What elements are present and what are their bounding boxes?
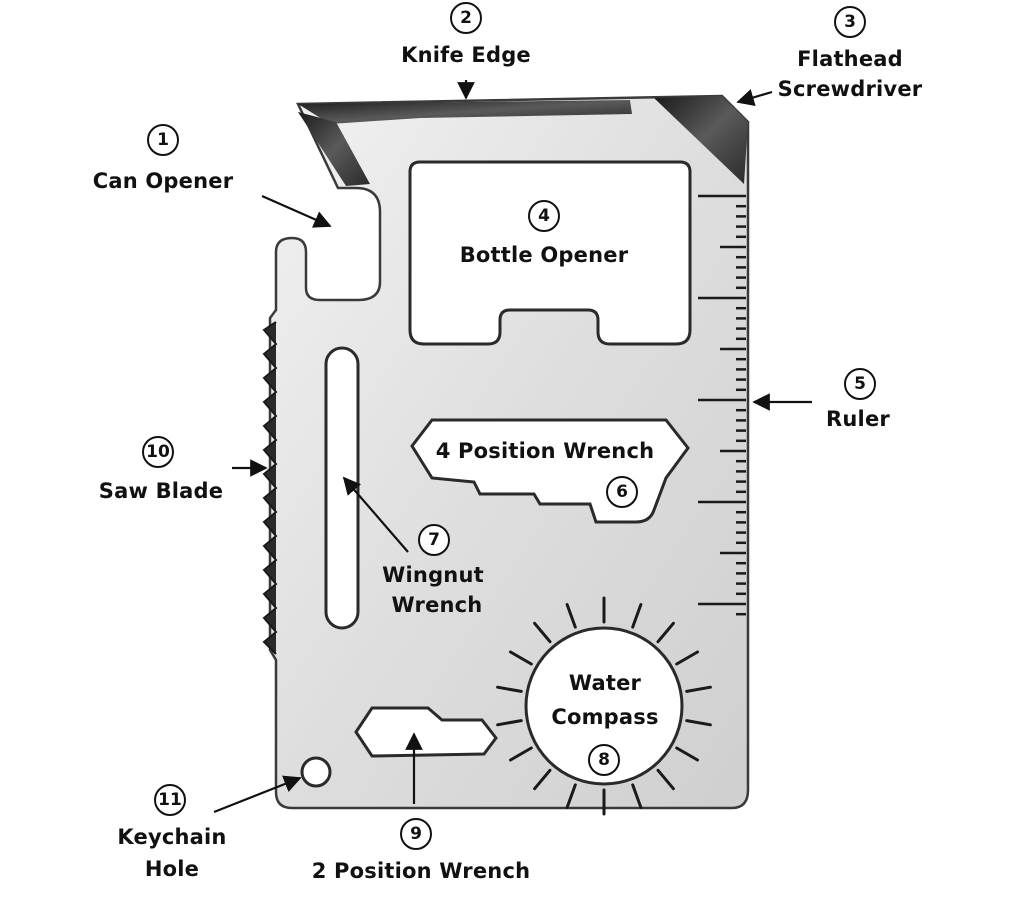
badge-8: 8 xyxy=(588,744,620,776)
badge-10: 10 xyxy=(142,436,174,468)
label-screwdriver: Screwdriver xyxy=(777,77,923,101)
compass-ray xyxy=(685,719,712,727)
label-compass: Compass xyxy=(551,705,659,729)
compass-ray xyxy=(675,650,699,666)
compass-ray xyxy=(496,719,523,727)
badge-11: 11 xyxy=(154,784,186,816)
compass-ray xyxy=(656,768,675,791)
badge-5: 5 xyxy=(844,368,876,400)
arrow-can-opener xyxy=(261,194,332,228)
water-compass-cutout xyxy=(524,626,684,786)
badge-4: 4 xyxy=(528,200,560,232)
saw-blade-teeth xyxy=(262,321,278,655)
badge-6: 6 xyxy=(606,476,638,508)
label-two-position-wrench: 2 Position Wrench xyxy=(311,859,531,883)
label-wingnut: Wingnut xyxy=(382,563,484,587)
compass-ray xyxy=(565,783,577,809)
knife-edge-blade xyxy=(298,100,632,124)
label-water: Water xyxy=(568,671,642,695)
arrow-screwdriver xyxy=(736,89,773,106)
compass-ray xyxy=(631,603,643,629)
arrow-keychain xyxy=(213,775,302,814)
ruler-ticks xyxy=(698,194,746,616)
compass-ray xyxy=(656,621,675,644)
compass-ray xyxy=(496,685,523,693)
label-keychain: Keychain xyxy=(117,825,227,849)
label-knife-edge: Knife Edge xyxy=(401,43,531,67)
badge-1: 1 xyxy=(147,124,179,156)
badge-7: 7 xyxy=(418,524,450,556)
label-hole: Hole xyxy=(144,857,200,881)
compass-ray xyxy=(533,768,552,791)
arrow-wingnut xyxy=(342,476,409,553)
compass-ray xyxy=(509,746,533,762)
label-flathead: Flathead xyxy=(797,47,903,71)
flathead-screwdriver-tip xyxy=(654,96,748,184)
badge-9: 9 xyxy=(400,818,432,850)
compass-ray xyxy=(565,603,577,629)
two-position-wrench-cutout xyxy=(354,706,498,758)
can-opener-hook xyxy=(298,112,370,186)
compass-ray xyxy=(675,746,699,762)
badge-2: 2 xyxy=(450,2,482,34)
callout-arrows xyxy=(213,80,812,814)
label-wrench: Wrench xyxy=(391,593,483,617)
label-ruler: Ruler xyxy=(826,407,890,431)
label-four-position-wrench: 4 Position Wrench xyxy=(435,439,655,463)
compass-ticks xyxy=(496,596,712,816)
badge-3: 3 xyxy=(834,6,866,38)
label-saw-blade: Saw Blade xyxy=(98,479,224,503)
compass-ray xyxy=(509,650,533,666)
bottle-opener-cutout xyxy=(408,160,692,346)
compass-ray xyxy=(685,685,712,693)
label-bottle-opener: Bottle Opener xyxy=(459,243,629,267)
compass-ray xyxy=(533,621,552,644)
keychain-hole xyxy=(300,756,332,788)
compass-ray xyxy=(631,783,643,809)
label-can-opener: Can Opener xyxy=(92,169,234,193)
